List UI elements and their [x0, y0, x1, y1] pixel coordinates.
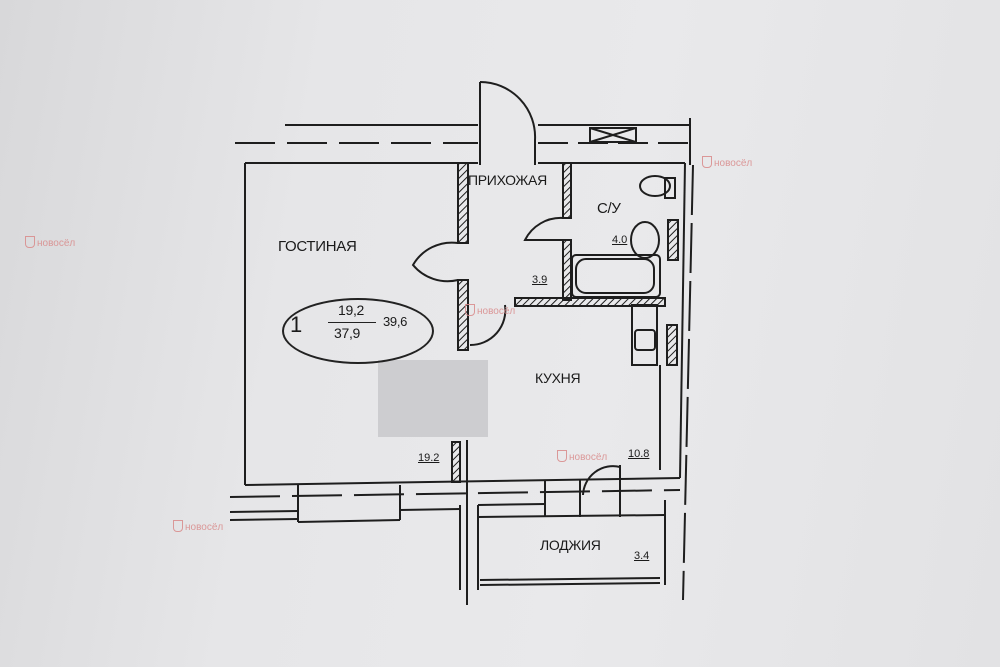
bathroom-fixtures	[571, 175, 679, 298]
room-area-living: 19.2	[418, 452, 440, 464]
watermark-logo: новосёл	[25, 236, 75, 249]
area-summary-badge	[282, 298, 434, 364]
room-area-kitchen: 10.8	[628, 448, 650, 460]
bottom-wall	[244, 477, 681, 486]
watermark-logo: новосёл	[557, 450, 607, 463]
total-area: 37,9	[334, 325, 361, 341]
room-label-bathroom: С/У	[597, 200, 621, 217]
room-label-hall: ПРИХОЖАЯ	[468, 172, 547, 188]
fraction-line	[328, 322, 376, 323]
room-label-kitchen: КУХНЯ	[535, 370, 581, 386]
living-door	[411, 241, 459, 283]
blurred-patch	[378, 360, 488, 437]
watermark-logo: новосёл	[465, 304, 515, 317]
loggia-outline	[477, 500, 666, 586]
top-exterior-wall	[235, 118, 691, 165]
living-area-total: 19,2	[338, 302, 365, 318]
hall-right-partition	[562, 162, 572, 219]
room-area-bathroom: 4.0	[612, 234, 628, 246]
hall-left-partition	[457, 162, 469, 244]
watermark-logo: новосёл	[173, 520, 223, 533]
room-label-living: ГОСТИНАЯ	[278, 238, 357, 255]
rooms-count: 1	[290, 312, 302, 337]
room-area-loggia: 3.4	[634, 550, 650, 562]
room-label-loggia: ЛОДЖИЯ	[540, 537, 601, 553]
bathroom-door	[523, 216, 564, 241]
kitchen-fixtures	[631, 304, 678, 470]
kitchen-door	[469, 304, 507, 347]
watermark-logo: новосёл	[702, 156, 752, 169]
total-with-loggia: 39,6	[383, 314, 408, 329]
room-area-hall: 3.9	[532, 274, 548, 286]
right-wall	[679, 162, 686, 479]
entrance-door	[479, 80, 537, 165]
bottom-exterior-wall	[229, 440, 681, 605]
